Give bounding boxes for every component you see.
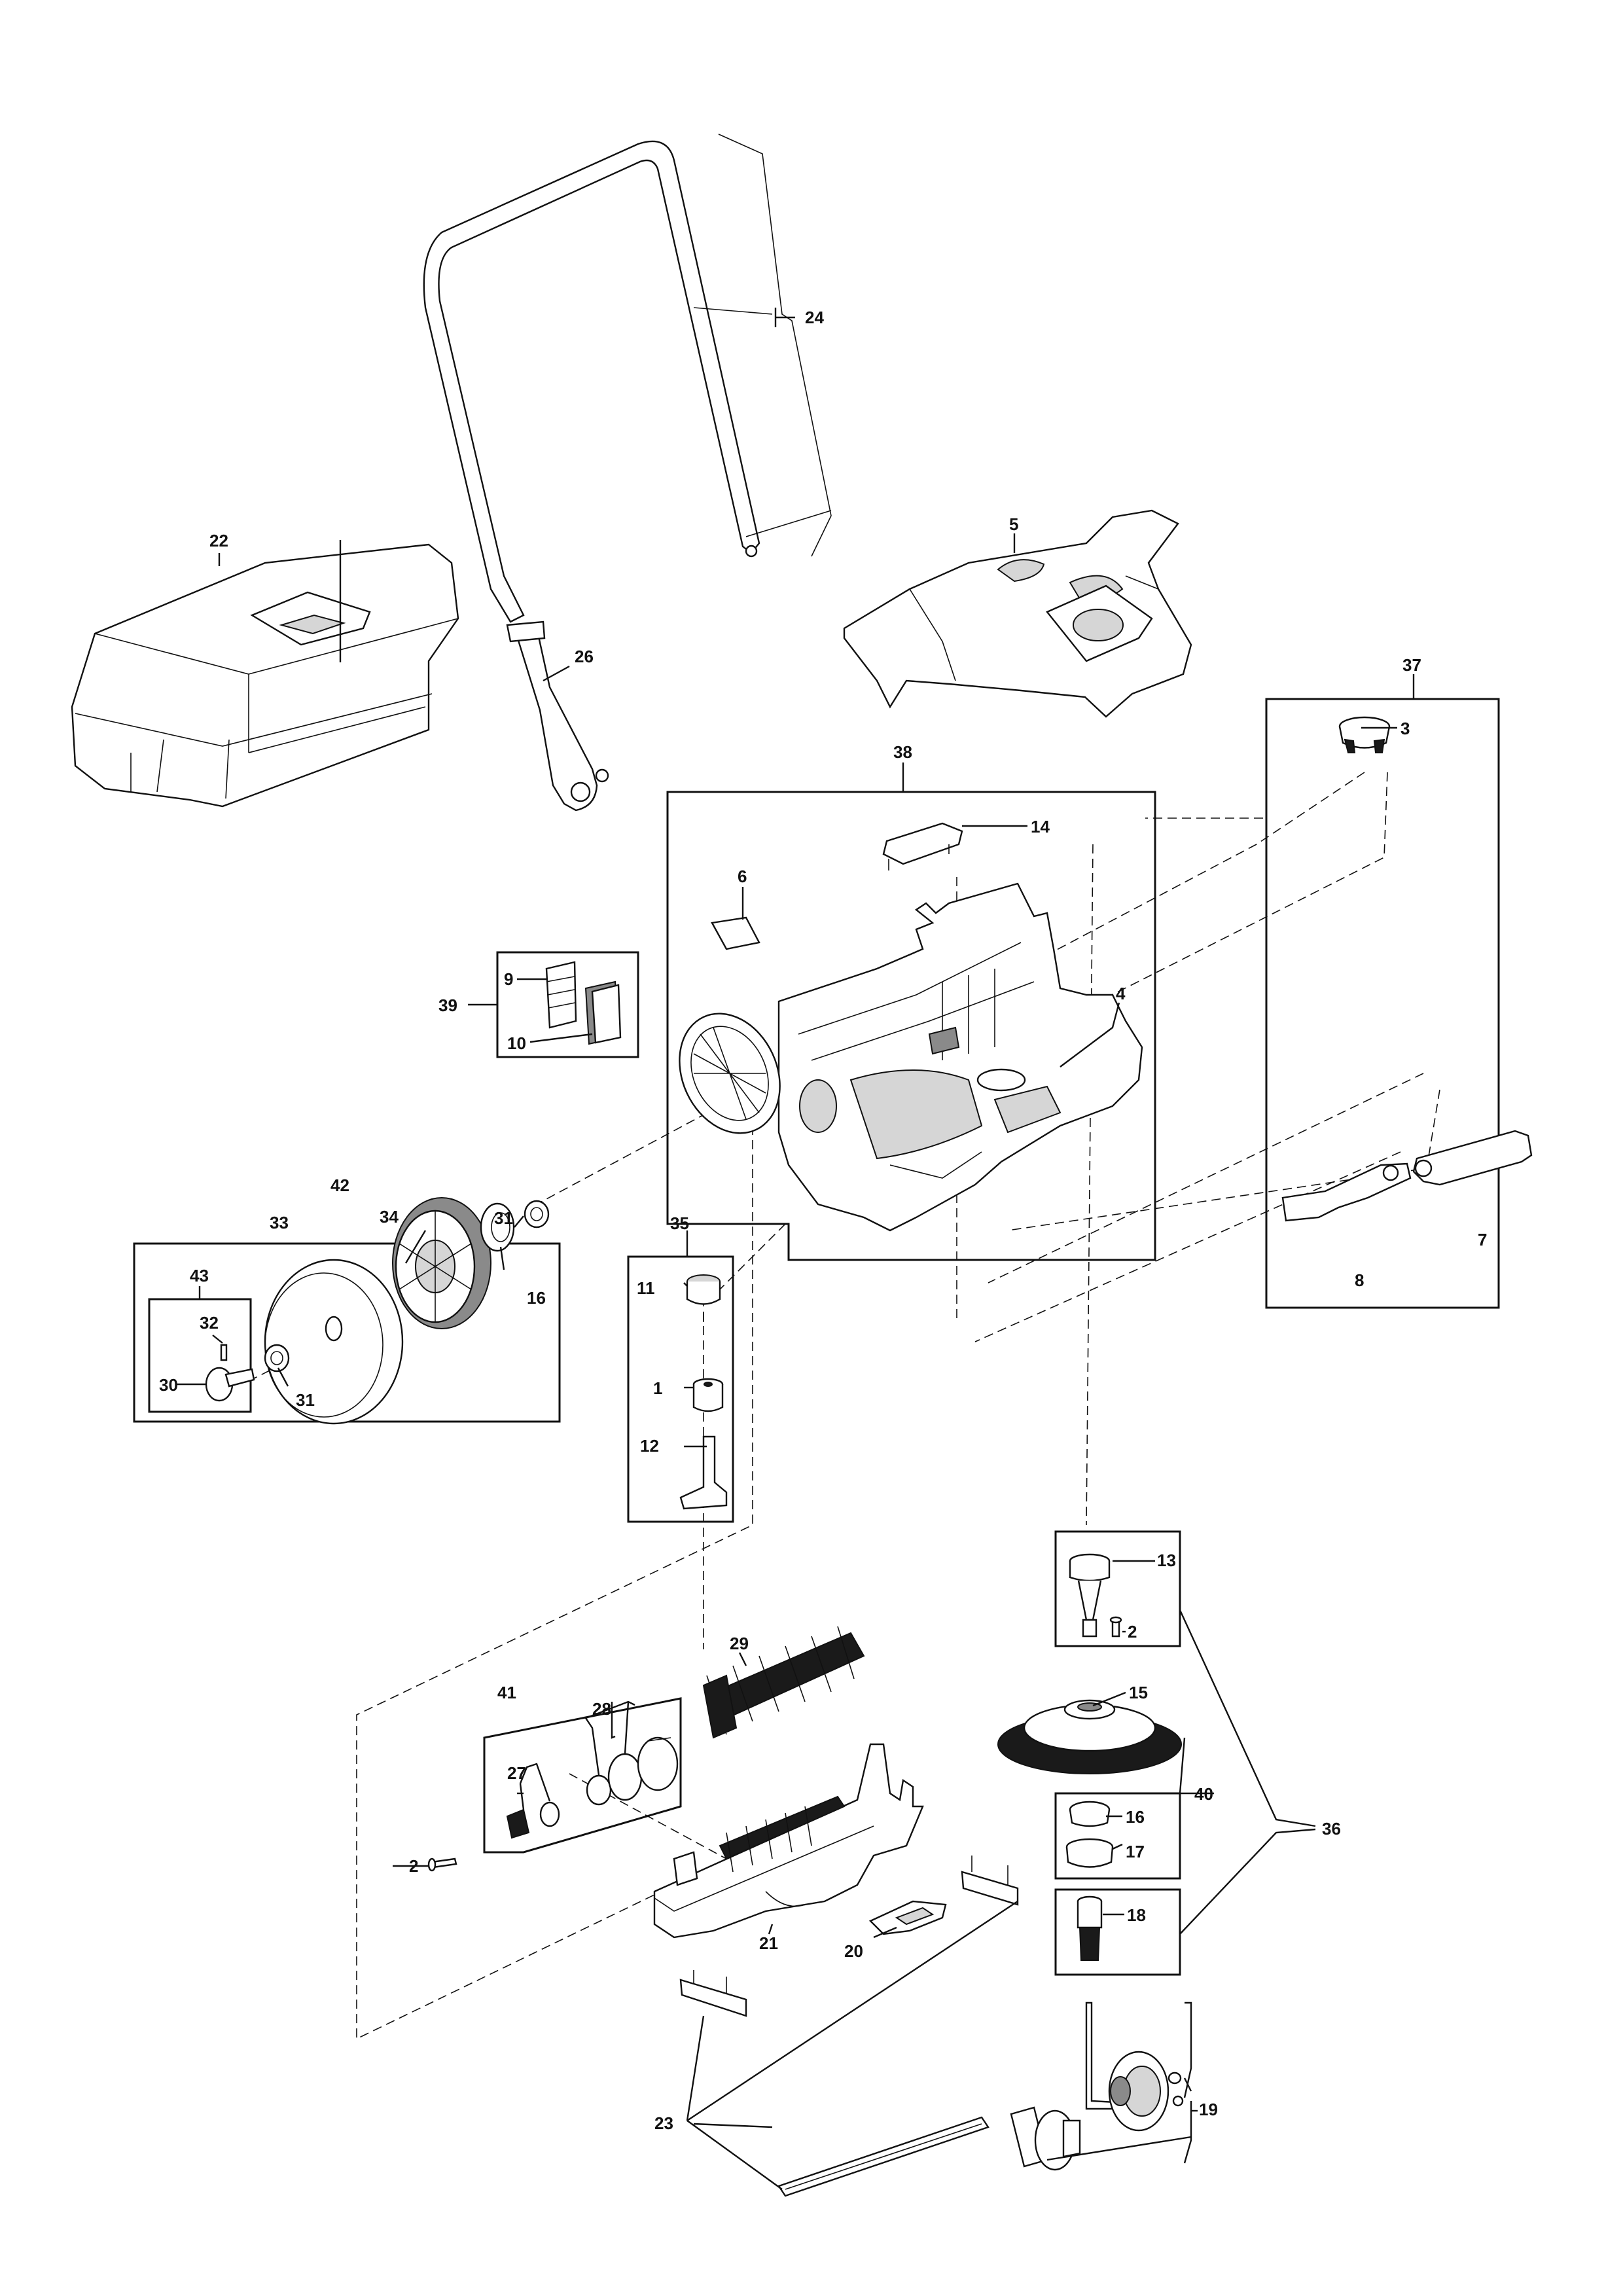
label-36: 36 [1322, 1819, 1341, 1839]
part-16-ring-front [1069, 1801, 1111, 1827]
label-24: 24 [805, 308, 824, 327]
label-32: 32 [200, 1313, 219, 1333]
label-40: 40 [1194, 1784, 1213, 1804]
label-31-lower: 31 [296, 1390, 315, 1410]
label-20: 20 [844, 1941, 863, 1961]
label-2-brush: 2 [409, 1856, 418, 1876]
box-35-height-adjuster-kit [627, 1255, 734, 1523]
label-6: 6 [738, 867, 747, 886]
label-43: 43 [190, 1266, 209, 1285]
part-6-clip [711, 916, 760, 950]
part-5-top-cover [843, 509, 1192, 718]
part-16-ring [480, 1202, 515, 1252]
label-41: 41 [497, 1683, 516, 1702]
label-1: 1 [653, 1378, 662, 1398]
part-4-chassis [777, 882, 1143, 1232]
label-21: 21 [759, 1933, 778, 1953]
part-1-bushing [692, 1378, 724, 1412]
part-23-scraper-clip-right [961, 1856, 1019, 1906]
box-40-bearing-kit [1054, 1792, 1181, 1880]
part-4-rear-wheel-hub [679, 1013, 781, 1134]
part-30-axle [205, 1367, 255, 1402]
part-3-cap [1338, 716, 1391, 753]
label-15: 15 [1129, 1683, 1148, 1702]
label-22: 22 [209, 531, 228, 550]
part-15-side-brush [997, 1699, 1182, 1774]
part-23-scraper-blade [777, 2116, 990, 2197]
label-34: 34 [380, 1207, 399, 1227]
label-37: 37 [1402, 655, 1421, 675]
label-18: 18 [1127, 1905, 1146, 1925]
part-32-pin [220, 1344, 228, 1361]
part-22-collection-box [71, 543, 459, 808]
box-37-wheel-arm-kit [1265, 698, 1500, 1309]
part-27-bearing [506, 1801, 560, 1839]
part-23-scraper-clip-left [679, 1970, 747, 2017]
part-7-wheel-arm [1412, 1130, 1533, 1186]
part-14-latch [882, 822, 963, 870]
label-31-upper: 31 [494, 1208, 513, 1228]
label-17: 17 [1126, 1842, 1145, 1861]
label-3: 3 [1400, 719, 1410, 738]
label-9: 9 [504, 969, 513, 989]
part-9-connector [545, 961, 577, 1029]
label-28: 28 [592, 1699, 611, 1719]
part-24-handle [423, 134, 832, 623]
part-28-seal [586, 1736, 679, 1806]
label-29: 29 [730, 1634, 749, 1653]
box-41-brush-bearing-kit [483, 1697, 682, 1854]
label-10: 10 [507, 1033, 526, 1053]
label-39: 39 [438, 996, 457, 1015]
part-18-shaft [1077, 1895, 1103, 1961]
part-34-gear [392, 1197, 491, 1329]
label-7: 7 [1478, 1230, 1487, 1249]
label-5: 5 [1009, 514, 1018, 534]
part-29-brush-roller [702, 1626, 865, 1739]
leader-lines [177, 308, 1415, 2190]
label-4: 4 [1116, 984, 1126, 1003]
part-10-connector [584, 980, 622, 1045]
label-16-front: 16 [1126, 1807, 1145, 1827]
label-23: 23 [654, 2113, 673, 2133]
label-35: 35 [670, 1213, 689, 1233]
label-26: 26 [575, 647, 594, 666]
label-2-spindle: 2 [1128, 1622, 1137, 1641]
label-42: 42 [330, 1175, 349, 1195]
label-27: 27 [507, 1763, 526, 1783]
part-21-brush-housing [653, 1743, 924, 1939]
label-12: 12 [640, 1436, 659, 1456]
label-11: 11 [637, 1278, 655, 1298]
part-19-gear-housing [1010, 2001, 1184, 2171]
part-12-lever [679, 1435, 728, 1510]
part-8-wheel-arm [1281, 1162, 1412, 1222]
box-38-chassis-assembly [666, 791, 1156, 1261]
part-number-labels: 24 22 5 26 37 3 38 14 6 4 39 9 10 42 34 … [159, 308, 1487, 2133]
label-38: 38 [893, 742, 912, 762]
part-17-bearing [1065, 1838, 1114, 1868]
label-14: 14 [1031, 817, 1050, 836]
label-30: 30 [159, 1375, 178, 1395]
part-2-screw-spindle [1109, 1616, 1122, 1638]
box-18-shaft-kit [1054, 1888, 1181, 1976]
part-2-screw-brush [427, 1857, 457, 1872]
label-16-wheel: 16 [527, 1288, 546, 1308]
label-19: 19 [1199, 2100, 1218, 2119]
box-13-spindle-kit [1054, 1530, 1181, 1647]
part-33-wheel [264, 1259, 404, 1425]
part-31-bushing-lower [264, 1344, 290, 1372]
part-13-spindle [1069, 1553, 1111, 1638]
part-26-handle-bracket [506, 620, 609, 812]
label-33: 33 [270, 1213, 289, 1232]
part-11-knob [686, 1274, 721, 1322]
label-8: 8 [1355, 1270, 1364, 1290]
part-31-bushing-upper [524, 1200, 550, 1229]
label-13: 13 [1157, 1551, 1176, 1570]
part-20-deflector [868, 1900, 947, 1935]
